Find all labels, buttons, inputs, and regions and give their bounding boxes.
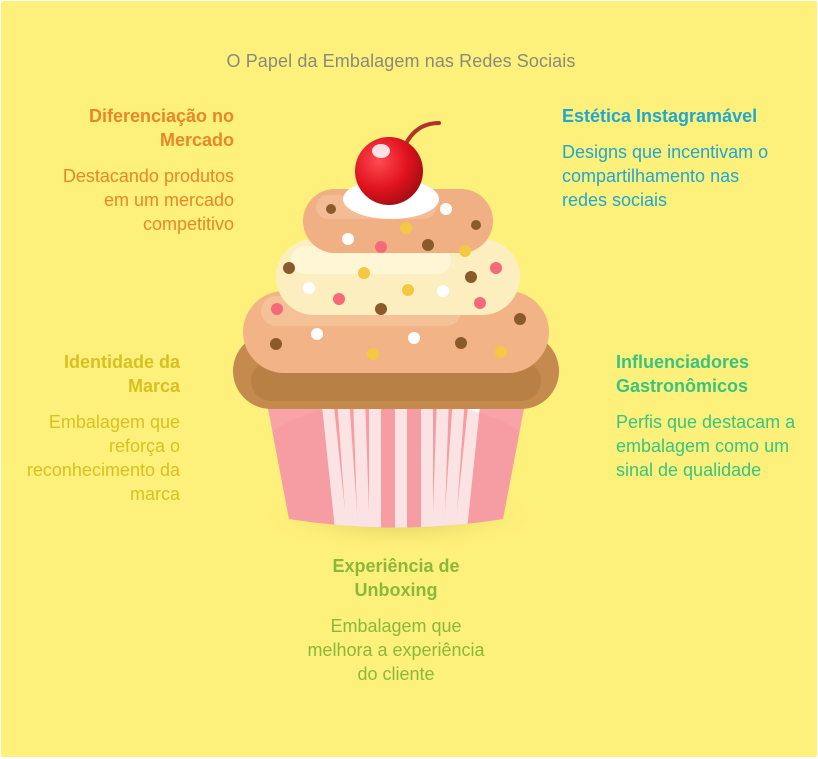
- section-identidade-heading: Identidade da Marca: [63, 352, 180, 396]
- section-diferenciacao-description: Destacando produtos em um mercado compet…: [62, 166, 234, 234]
- section-diferenciacao: Diferenciação no Mercado Destacando prod…: [61, 104, 234, 236]
- section-estetica-description: Designs que incentivam o compartilhament…: [562, 142, 769, 210]
- section-unboxing-heading: Experiência de Unboxing: [332, 556, 460, 600]
- page-title: O Papel da Embalagem nas Redes Sociais: [226, 51, 576, 71]
- section-influenciadores-description: Perfis que destacam a embalagem como um …: [616, 412, 796, 480]
- section-estetica-heading: Estética Instagramável: [562, 106, 758, 126]
- section-estetica: Estética Instagramável Designs que incen…: [562, 104, 772, 212]
- cupcake-icon: [233, 121, 559, 551]
- section-unboxing-description: Embalagem que melhora a experiência do c…: [307, 616, 485, 684]
- section-identidade: Identidade da Marca Embalagem que reforç…: [21, 350, 180, 506]
- sprinkles: [270, 203, 526, 360]
- section-identidade-description: Embalagem que reforça o reconhecimento d…: [26, 412, 180, 504]
- section-unboxing: Experiência de Unboxing Embalagem que me…: [301, 554, 491, 686]
- section-influenciadores: Influenciadores Gastronômicos Perfis que…: [616, 350, 811, 482]
- cherry: [355, 137, 423, 205]
- section-influenciadores-heading: Influenciadores Gastronômicos: [616, 352, 750, 396]
- cupcake-wrapper: [266, 398, 526, 528]
- section-diferenciacao-heading: Diferenciação no Mercado: [88, 106, 234, 150]
